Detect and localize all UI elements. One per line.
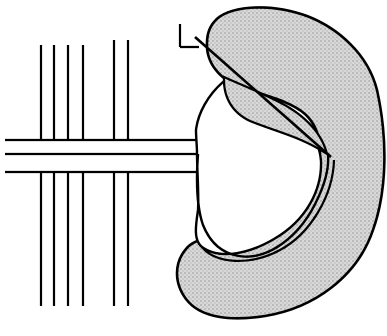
horizontal-vessels	[5, 140, 198, 172]
label-l-marker	[180, 24, 199, 47]
